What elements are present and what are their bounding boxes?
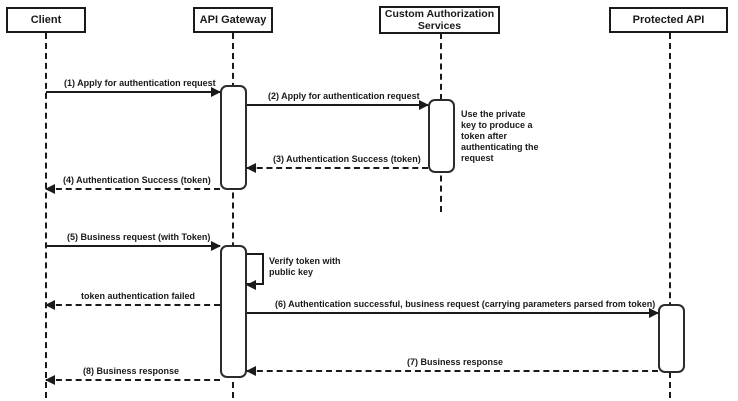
actor-custom-authorization-services-label: Custom Authorization Services (384, 8, 495, 32)
lifeline-client (45, 33, 47, 398)
arrow-line (46, 304, 220, 306)
arrow-line (247, 312, 658, 314)
arrowhead-icon (246, 366, 256, 376)
message-self-verify-token (246, 253, 264, 290)
arrow-line (247, 104, 428, 106)
lifeline-api-gateway (232, 33, 234, 398)
message-8-label: (8) Business response (83, 366, 180, 376)
arrowhead-icon (211, 87, 221, 97)
arrowhead-icon (45, 375, 55, 385)
activation-api-gateway-business (220, 245, 247, 378)
arrowhead-icon (649, 308, 659, 318)
message-7-label: (7) Business response (407, 357, 504, 367)
arrow-line (46, 245, 220, 247)
arrowhead-icon (45, 300, 55, 310)
actor-api-gateway: API Gateway (193, 7, 273, 33)
arrowhead-icon (419, 100, 429, 110)
arrowhead-icon (211, 241, 221, 251)
actor-protected-api: Protected API (609, 7, 728, 33)
arrow-line (247, 167, 428, 169)
activation-custom-authorization-services (428, 99, 455, 173)
actor-custom-authorization-services: Custom Authorization Services (379, 6, 500, 34)
message-self-verify-token-label: Verify token with public key (269, 256, 341, 277)
message-6-label: (6) Authentication successful, business … (275, 299, 656, 309)
actor-protected-api-label: Protected API (632, 14, 705, 26)
message-4-label: (4) Authentication Success (token) (63, 175, 211, 185)
note-use-private-key: Use the private key to produce a token a… (461, 109, 539, 163)
arrowhead-icon (45, 184, 55, 194)
arrowhead-icon (246, 280, 256, 290)
actor-client: Client (6, 7, 86, 33)
actor-api-gateway-label: API Gateway (199, 14, 267, 26)
activation-protected-api (658, 304, 685, 373)
arrow-line (46, 91, 220, 93)
message-3-label: (3) Authentication Success (token) (273, 154, 421, 164)
message-2-label: (2) Apply for authentication request (268, 91, 420, 101)
arrow-line (46, 379, 220, 381)
arrow-line (46, 188, 220, 190)
arrow-line (247, 370, 658, 372)
message-5-label: (5) Business request (with Token) (67, 232, 211, 242)
message-token-auth-failed-label: token authentication failed (81, 291, 196, 301)
arrowhead-icon (246, 163, 256, 173)
actor-client-label: Client (30, 14, 62, 26)
lifeline-protected-api (669, 33, 671, 398)
activation-api-gateway-auth (220, 85, 247, 190)
message-1-label: (1) Apply for authentication request (64, 78, 216, 88)
